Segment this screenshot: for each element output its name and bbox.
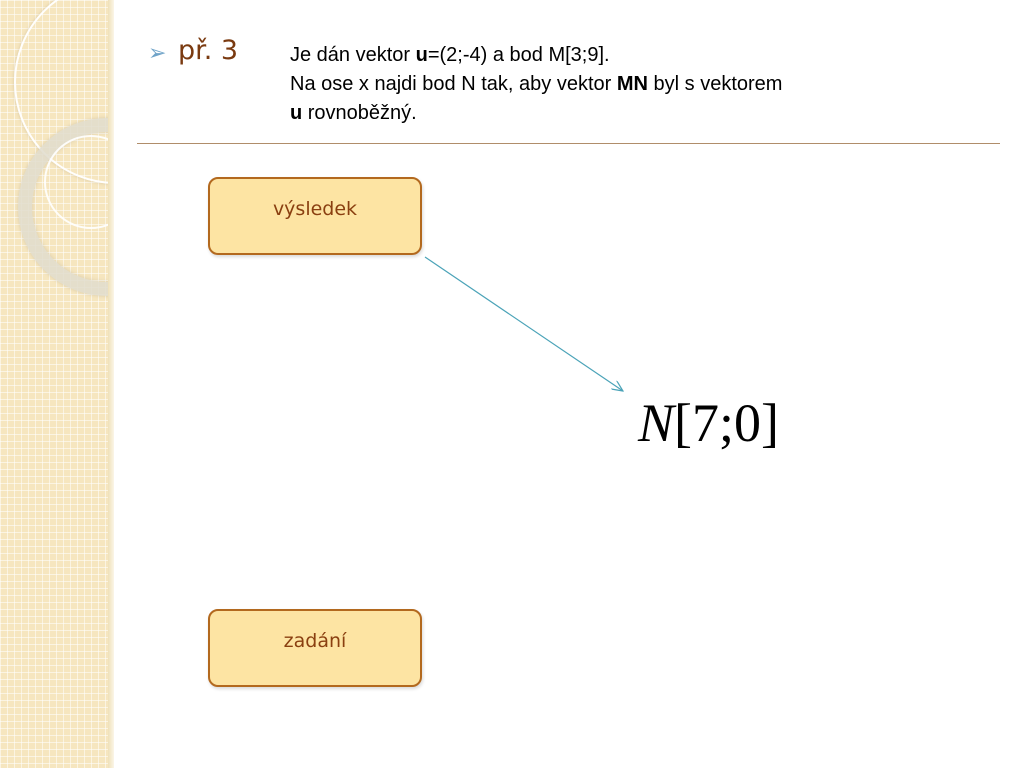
task-line-2: Na ose x najdi bod N tak, aby vektor MN …	[290, 70, 990, 99]
task-button[interactable]: zadání	[208, 609, 422, 687]
answer-coordinates: [7;0]	[674, 393, 779, 453]
side-strip-edge	[108, 0, 114, 768]
slide-title: př. 3	[178, 35, 239, 66]
task-line-1-suffix: =(2;-4) a bod M[3;9].	[427, 44, 610, 66]
answer-point: N[7;0]	[638, 388, 779, 458]
result-button[interactable]: výsledek	[208, 177, 422, 255]
vector-u: u	[415, 44, 428, 66]
task-button-label: zadání	[283, 630, 347, 652]
vector-mn: MN	[616, 73, 648, 95]
arrow-line	[424, 256, 623, 391]
task-text: Je dán vektor u=(2;-4) a bod M[3;9]. Na …	[290, 41, 990, 128]
task-line-1: Je dán vektor u=(2;-4) a bod M[3;9].	[290, 41, 990, 70]
vector-u-2: u	[290, 102, 303, 124]
decorative-side-strip	[0, 0, 114, 768]
task-line-1-prefix: Je dán vektor	[290, 44, 416, 66]
divider	[137, 143, 1000, 144]
result-button-label: výsledek	[272, 198, 358, 220]
bullet-arrow-icon: ➢	[148, 40, 167, 65]
task-line-2-suffix: byl s vektorem	[647, 73, 783, 95]
task-line-2-prefix: Na ose x najdi bod N tak, aby vektor	[290, 73, 617, 95]
task-line-3-suffix: rovnoběžný.	[302, 102, 417, 124]
answer-variable: N	[638, 393, 675, 453]
task-line-3: u rovnoběžný.	[290, 99, 990, 128]
